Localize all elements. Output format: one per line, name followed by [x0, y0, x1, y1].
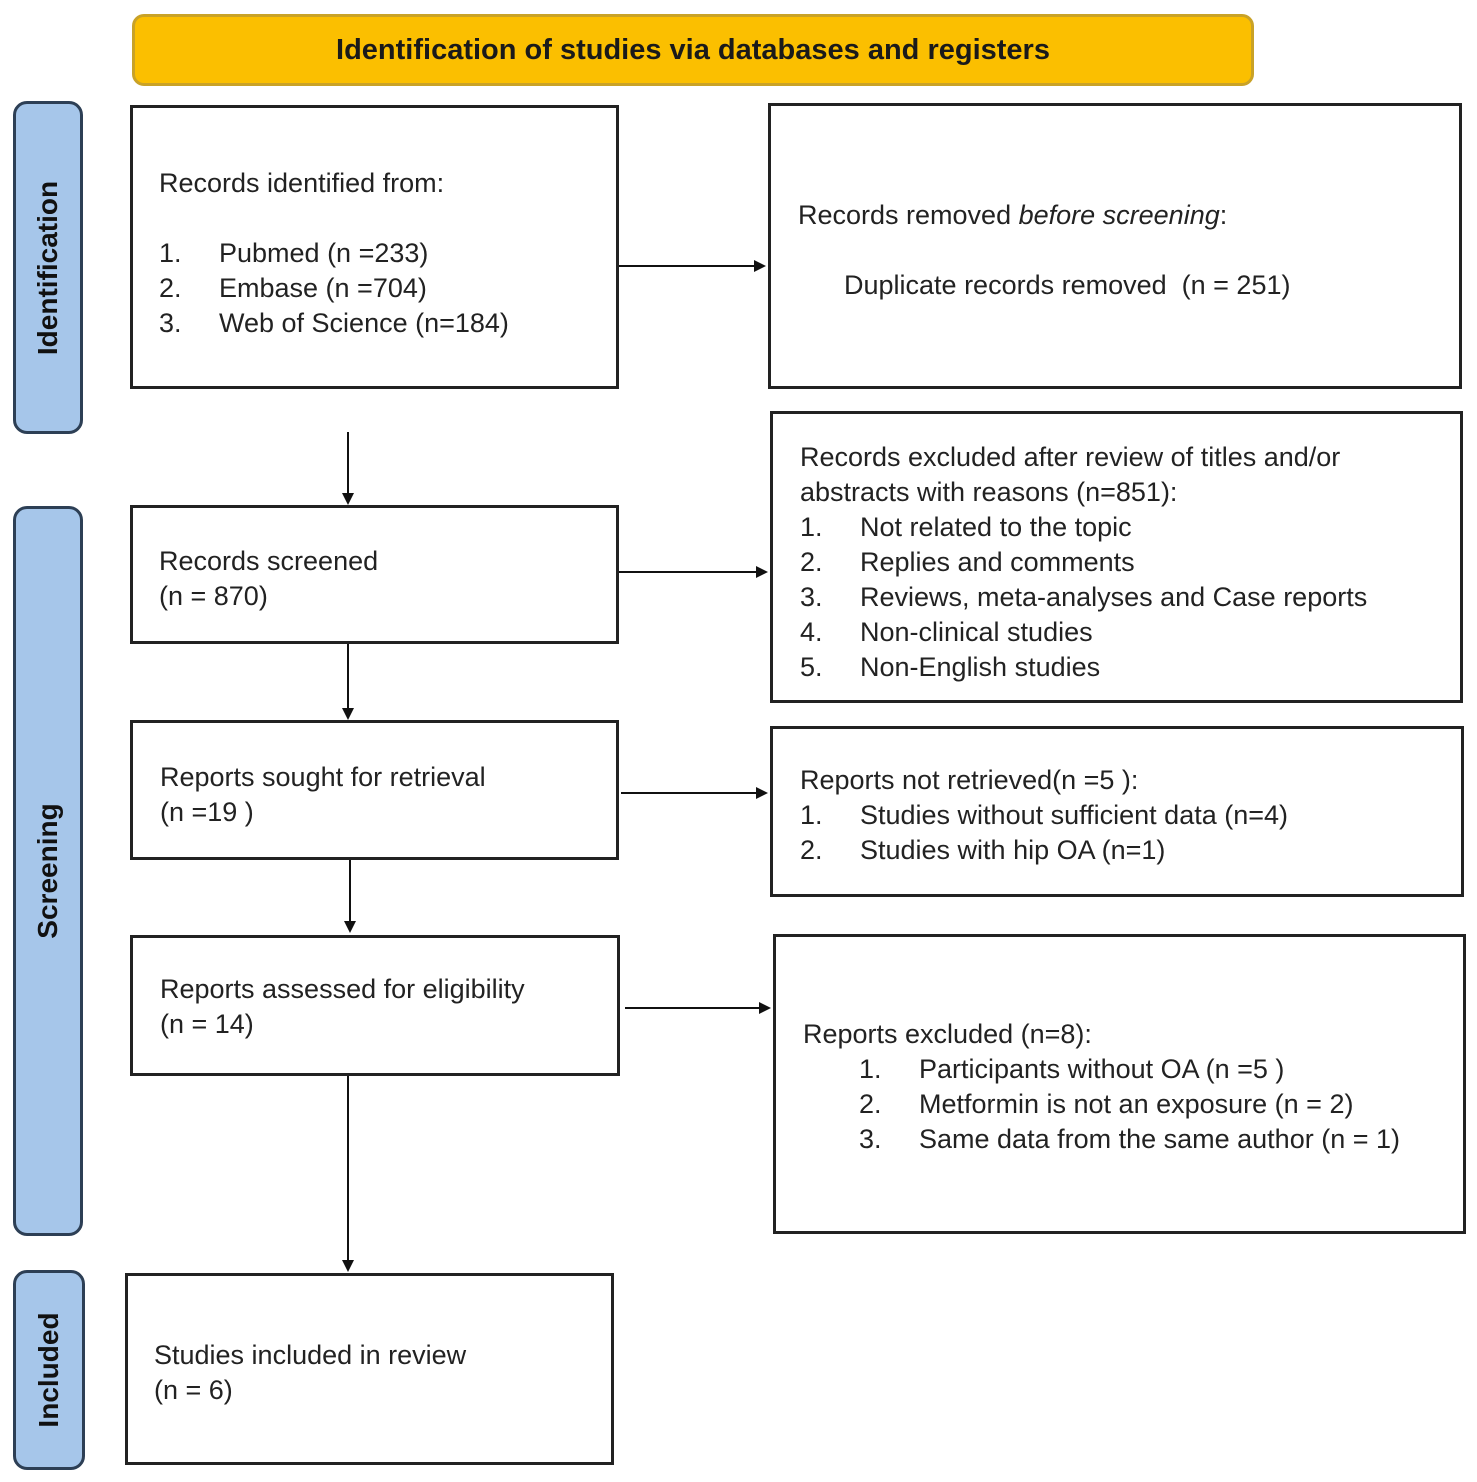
- list-item-text: Web of Science (n=184): [219, 308, 509, 338]
- list-item-text: Not related to the topic: [860, 512, 1132, 542]
- list-item-text: Studies without sufficient data (n=4): [860, 800, 1289, 830]
- list-item-number: 1.: [159, 238, 182, 268]
- list-item-text: Same data from the same author (n = 1): [919, 1124, 1400, 1154]
- list-item-number: 4.: [800, 617, 823, 647]
- list-item-number: 1.: [800, 512, 823, 542]
- list-item-text: Participants without OA (n =5 ): [919, 1054, 1285, 1084]
- list-item: 2. Replies and comments: [800, 545, 1460, 580]
- reports-excluded-box: Reports excluded (n=8): 1. Participants …: [773, 934, 1466, 1234]
- reports-excluded-title: Reports excluded (n=8):: [803, 1019, 1092, 1049]
- list-item: 1. Pubmed (n =233): [159, 236, 616, 271]
- reports-sought-count: (n =19 ): [160, 797, 254, 827]
- list-item: 5. Non-English studies: [800, 650, 1460, 685]
- list-item: 3. Web of Science (n=184): [159, 306, 616, 341]
- records-identified-box: Records identified from: 1. Pubmed (n =2…: [130, 105, 619, 389]
- list-item: 1. Not related to the topic: [800, 510, 1460, 545]
- records-removed-box: Records removed before screening: Duplic…: [768, 103, 1462, 389]
- records-removed-title-suffix: :: [1219, 200, 1228, 230]
- list-item: 1. Studies without sufficient data (n=4): [800, 798, 1461, 833]
- records-removed-title-prefix: Records removed: [798, 200, 1019, 230]
- list-item-text: Non-English studies: [860, 652, 1101, 682]
- phase-screening: Screening: [13, 506, 83, 1236]
- reports-assessed-count: (n = 14): [160, 1009, 254, 1039]
- studies-included-count: (n = 6): [154, 1375, 233, 1405]
- list-item-number: 1.: [800, 800, 823, 830]
- header-title: Identification of studies via databases …: [336, 33, 1050, 66]
- list-item: 1. Participants without OA (n =5 ): [803, 1052, 1463, 1087]
- reports-assessed-title: Reports assessed for eligibility: [160, 974, 525, 1004]
- studies-included-box: Studies included in review (n = 6): [125, 1273, 614, 1465]
- list-item-number: 2.: [800, 835, 823, 865]
- records-removed-title: Records removed before screening:: [798, 198, 1459, 233]
- records-screened-box: Records screened (n = 870): [130, 505, 619, 644]
- list-item: 4. Non-clinical studies: [800, 615, 1460, 650]
- list-item-number: 3.: [859, 1124, 882, 1154]
- phase-included: Included: [13, 1270, 85, 1470]
- list-item-number: 1.: [859, 1054, 882, 1084]
- list-item: 3. Reviews, meta-analyses and Case repor…: [800, 580, 1460, 615]
- header-banner: Identification of studies via databases …: [132, 14, 1254, 86]
- list-item-text: Non-clinical studies: [860, 617, 1093, 647]
- reports-sought-title: Reports sought for retrieval: [160, 762, 486, 792]
- list-item-text: Reviews, meta-analyses and Case reports: [860, 582, 1368, 612]
- list-item-number: 3.: [800, 582, 823, 612]
- list-item-number: 5.: [800, 652, 823, 682]
- records-screened-count: (n = 870): [159, 581, 268, 611]
- list-item-text: Pubmed (n =233): [219, 238, 429, 268]
- records-excluded-box: Records excluded after review of titles …: [770, 411, 1463, 703]
- reports-not-retrieved-title: Reports not retrieved(n =5 ):: [800, 765, 1139, 795]
- records-removed-title-italic: before screening: [1018, 200, 1220, 230]
- list-item-number: 2.: [159, 273, 182, 303]
- list-item-text: Replies and comments: [860, 547, 1135, 577]
- list-item: 2. Embase (n =704): [159, 271, 616, 306]
- records-identified-title: Records identified from:: [159, 168, 445, 198]
- list-item-number: 3.: [159, 308, 182, 338]
- duplicate-records-text: Duplicate records removed (n = 251): [844, 270, 1291, 300]
- records-screened-title: Records screened: [159, 546, 379, 576]
- studies-included-title: Studies included in review: [154, 1340, 467, 1370]
- reports-not-retrieved-box: Reports not retrieved(n =5 ): 1. Studies…: [770, 726, 1464, 897]
- records-excluded-title-line1: Records excluded after review of titles …: [800, 442, 1341, 472]
- list-item-text: Embase (n =704): [219, 273, 427, 303]
- records-excluded-title-line2: abstracts with reasons (n=851):: [800, 477, 1178, 507]
- list-item: 2. Metformin is not an exposure (n = 2): [803, 1087, 1463, 1122]
- list-item-text: Metformin is not an exposure (n = 2): [919, 1089, 1354, 1119]
- list-item-number: 2.: [859, 1089, 882, 1119]
- list-item-text: Studies with hip OA (n=1): [860, 835, 1166, 865]
- reports-sought-box: Reports sought for retrieval (n =19 ): [130, 720, 619, 860]
- list-item-number: 2.: [800, 547, 823, 577]
- reports-assessed-box: Reports assessed for eligibility (n = 14…: [130, 935, 620, 1076]
- list-item: 3. Same data from the same author (n = 1…: [803, 1122, 1463, 1157]
- phase-identification: Identification: [13, 101, 83, 434]
- list-item: 2. Studies with hip OA (n=1): [800, 833, 1461, 868]
